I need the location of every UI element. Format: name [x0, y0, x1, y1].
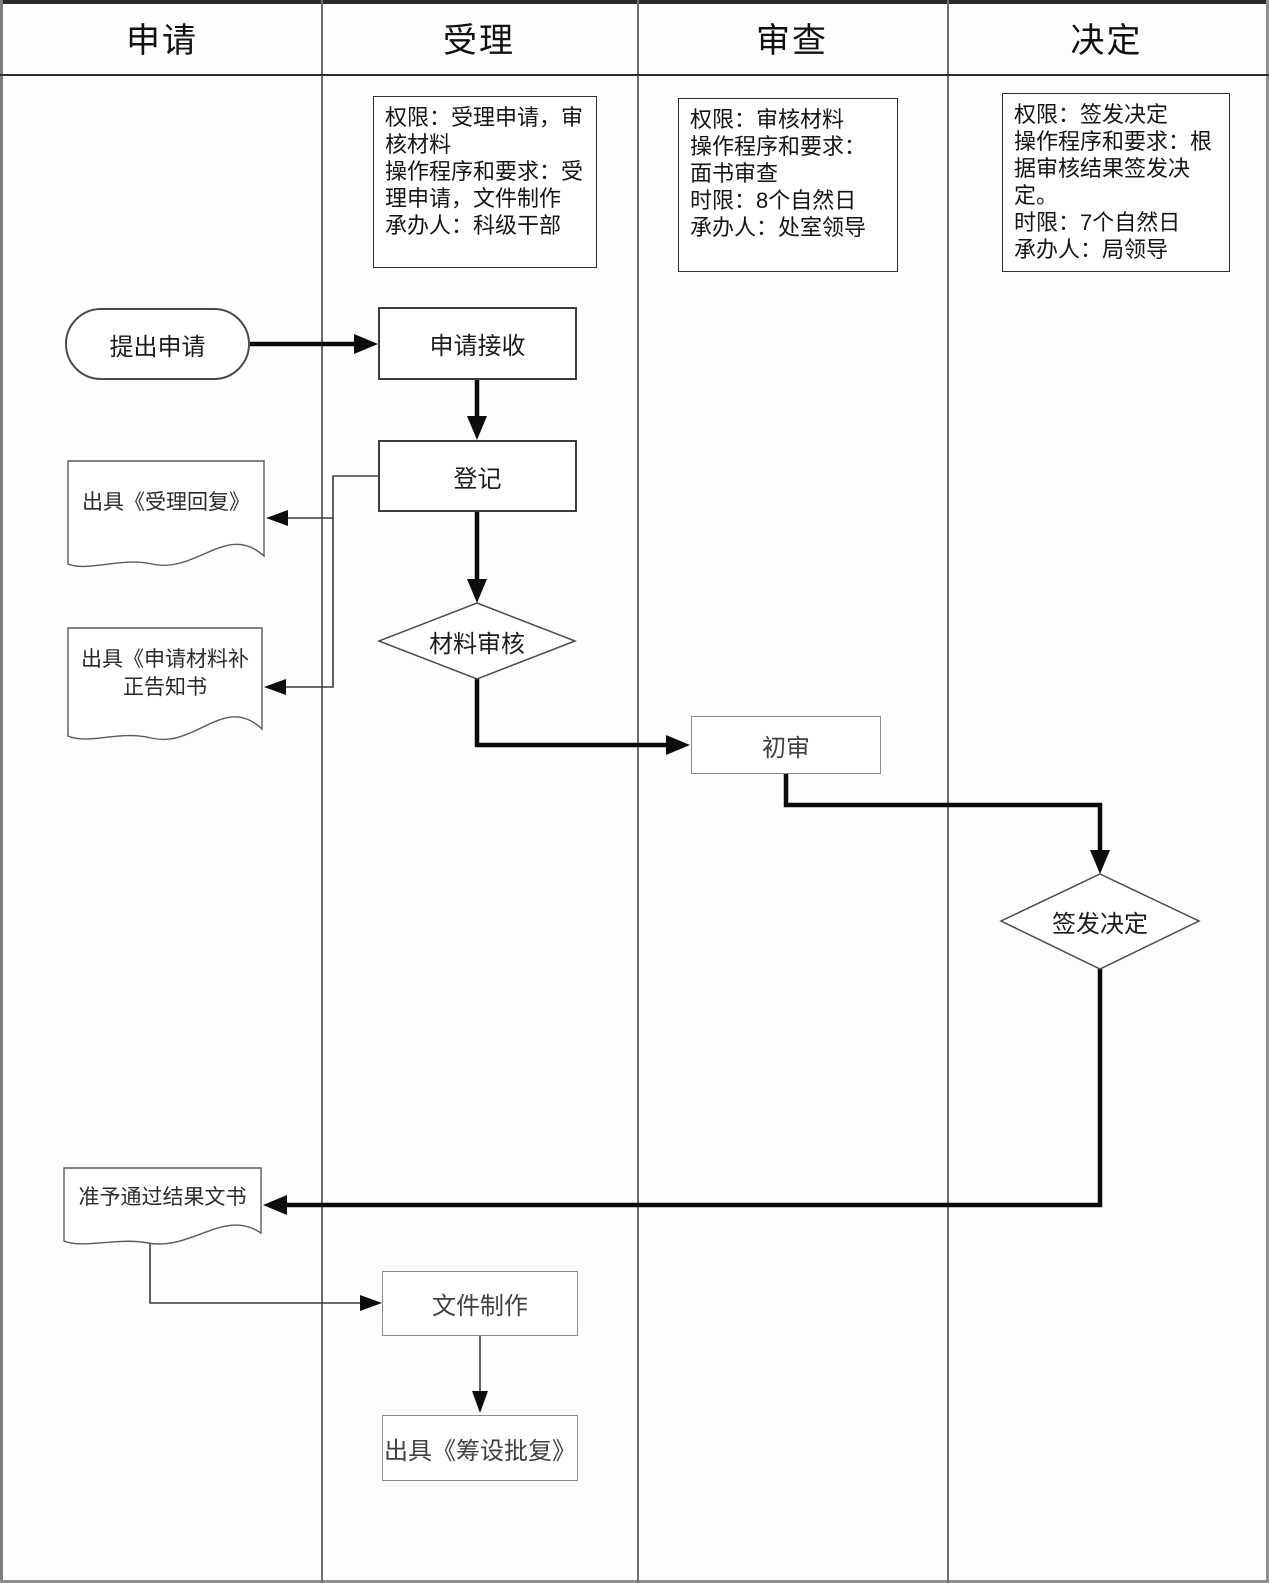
note-acceptance: 权限：受理申请，审核材料操作程序和要求：受理申请，文件制作承办人：科级干部 — [373, 96, 597, 268]
frame-bottom — [0, 1580, 1269, 1583]
arrowhead-receive-to-register — [467, 416, 487, 440]
line-register-to-reply — [288, 475, 378, 519]
note-decision: 权限：签发决定操作程序和要求：根据审核结果签发决定。时限：7个自然日承办人：局领… — [1002, 93, 1230, 272]
doc-result-label: 准予通过结果文书 — [78, 1185, 247, 1209]
arrow-sign-to-result — [287, 969, 1103, 1208]
issue-approval-node: 出具《筹设批复》 — [382, 1415, 578, 1481]
lane-title-application: 申请 — [126, 21, 198, 60]
lane-divider-1 — [321, 0, 323, 1583]
arrowhead-production-to-approval — [472, 1391, 488, 1413]
arrowhead-check-to-preliminary — [666, 735, 690, 755]
frame-top — [0, 0, 1269, 4]
lane-divider-2 — [637, 0, 639, 1583]
preliminary-review-node: 初审 — [691, 716, 881, 774]
lane-title-acceptance: 受理 — [443, 21, 515, 60]
arrowhead-register-to-reply — [266, 510, 288, 526]
make-document-node: 文件制作 — [382, 1271, 578, 1336]
arrowhead-sign-to-result — [263, 1195, 287, 1215]
sign-decision-label: 签发决定 — [1052, 911, 1148, 938]
sign-decision-diamond-shape — [999, 873, 1201, 970]
arrowhead-result-to-production — [360, 1295, 382, 1311]
note-review: 权限：审核材料操作程序和要求：面书审查时限：8个自然日承办人：处室领导 — [678, 98, 898, 272]
doc-supplement-label: 出具《申请材料补正告知书 — [81, 647, 249, 699]
arrowhead-preliminary-to-sign — [1090, 850, 1110, 874]
arrow-preliminary-to-sign — [783, 774, 1103, 851]
line-result-to-production — [149, 1238, 361, 1304]
frame-right — [1266, 0, 1269, 1583]
arrowhead-register-to-check — [467, 579, 487, 603]
lane-divider-3 — [947, 0, 949, 1583]
arrowhead-register-to-supplement — [264, 679, 286, 695]
doc-reply-shape — [67, 460, 265, 568]
header-underline — [0, 74, 1269, 76]
material-check-label: 材料审核 — [429, 630, 525, 658]
doc-result-shape — [63, 1167, 262, 1245]
doc-supplement-shape — [67, 627, 263, 741]
start-node: 提出申请 — [65, 308, 250, 380]
receive-node: 申请接收 — [378, 307, 577, 380]
doc-reply-label: 出具《受理回复》 — [82, 490, 250, 514]
frame-left — [0, 0, 3, 1583]
lane-title-review: 审查 — [756, 21, 828, 60]
lane-title-decision: 决定 — [1070, 21, 1143, 60]
arrowhead-start-to-receive — [354, 334, 378, 354]
material-check-diamond-shape — [376, 602, 578, 680]
line-register-to-supplement — [286, 518, 334, 688]
register-node: 登记 — [378, 440, 577, 512]
